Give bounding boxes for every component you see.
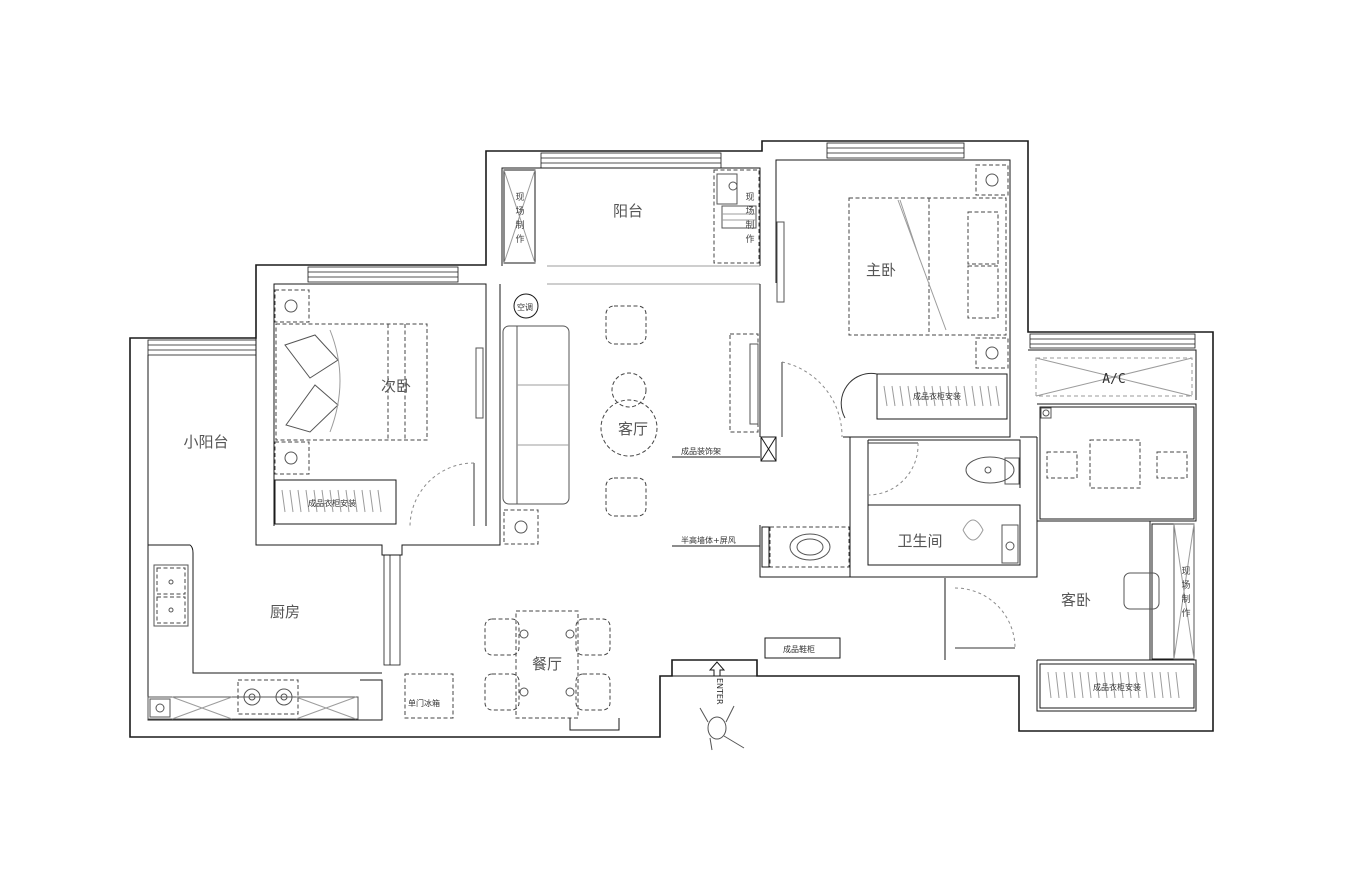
svg-text:现: 现 (1181, 566, 1190, 577)
kitchen: 小阳台 厨房 (147, 433, 359, 720)
half-partition-label: 半高墙体+屏风 (681, 535, 736, 545)
master-bedroom: 成品衣柜安装 主卧 (776, 164, 1009, 438)
guest-cabinet-label: 现 场 制 作 (1181, 566, 1190, 619)
entry-label: ENTER (715, 678, 724, 705)
fridge-label: 单门冰箱 (408, 698, 440, 708)
wardrobe-second-label: 成品衣柜安装 (308, 498, 356, 508)
windows (147, 142, 1196, 666)
svg-text:场: 场 (1181, 580, 1190, 591)
dining-room: 单门冰箱 餐厅 (404, 610, 611, 719)
svg-text:现: 现 (515, 192, 524, 203)
svg-text:制: 制 (1181, 593, 1190, 605)
room-label-balcony: 阳台 (613, 202, 643, 220)
room-label-living-room: 客厅 (618, 420, 648, 438)
room-label-second-bedroom: 次卧 (381, 377, 411, 395)
finished-shelf-label: 成品装饰架 (681, 446, 721, 456)
svg-text:现: 现 (745, 192, 754, 203)
living-room: 空调 客厅 成品装饰架 半高墙体+屏风 (502, 293, 777, 547)
shoe-cabinet-label: 成品鞋柜 (783, 644, 815, 654)
svg-text:作: 作 (745, 233, 754, 245)
balcony-cabinet-left-label: 现 场 制 作 (515, 192, 524, 245)
person-icon (699, 705, 745, 751)
svg-text:制: 制 (745, 219, 754, 231)
room-label-guest-bedroom: 客卧 (1061, 591, 1091, 609)
outer-walls (129, 140, 1214, 738)
svg-text:场: 场 (745, 206, 754, 217)
balcony: 现 场 制 作 现 场 制 作 阳台 (503, 169, 760, 264)
svg-text:场: 场 (515, 206, 524, 217)
balcony-cabinet-right-label: 现 场 制 作 (745, 192, 754, 245)
room-label-kitchen: 厨房 (270, 603, 300, 621)
entrance: 成品鞋柜 ENTER (699, 637, 841, 751)
room-label-small-balcony: 小阳台 (183, 433, 228, 451)
ac-unit-label: A/C (1102, 372, 1125, 387)
room-label-bathroom: 卫生间 (897, 532, 942, 550)
svg-text:制: 制 (515, 219, 524, 231)
svg-text:作: 作 (515, 233, 524, 245)
room-label-master-bedroom: 主卧 (866, 261, 896, 279)
second-bedroom: 成品衣柜安装 次卧 (274, 289, 484, 527)
wardrobe-guest-label: 成品衣柜安装 (1093, 682, 1141, 692)
ac-label: 空调 (517, 302, 533, 312)
room-label-dining-room: 餐厅 (532, 655, 562, 673)
svg-text:作: 作 (1181, 607, 1190, 619)
bathroom: 卫生间 (761, 442, 1020, 568)
wardrobe-master-label: 成品衣柜安装 (913, 391, 961, 401)
guest-bedroom: A/C 现 场 制 作 成品衣柜安装 客卧 (944, 357, 1195, 709)
